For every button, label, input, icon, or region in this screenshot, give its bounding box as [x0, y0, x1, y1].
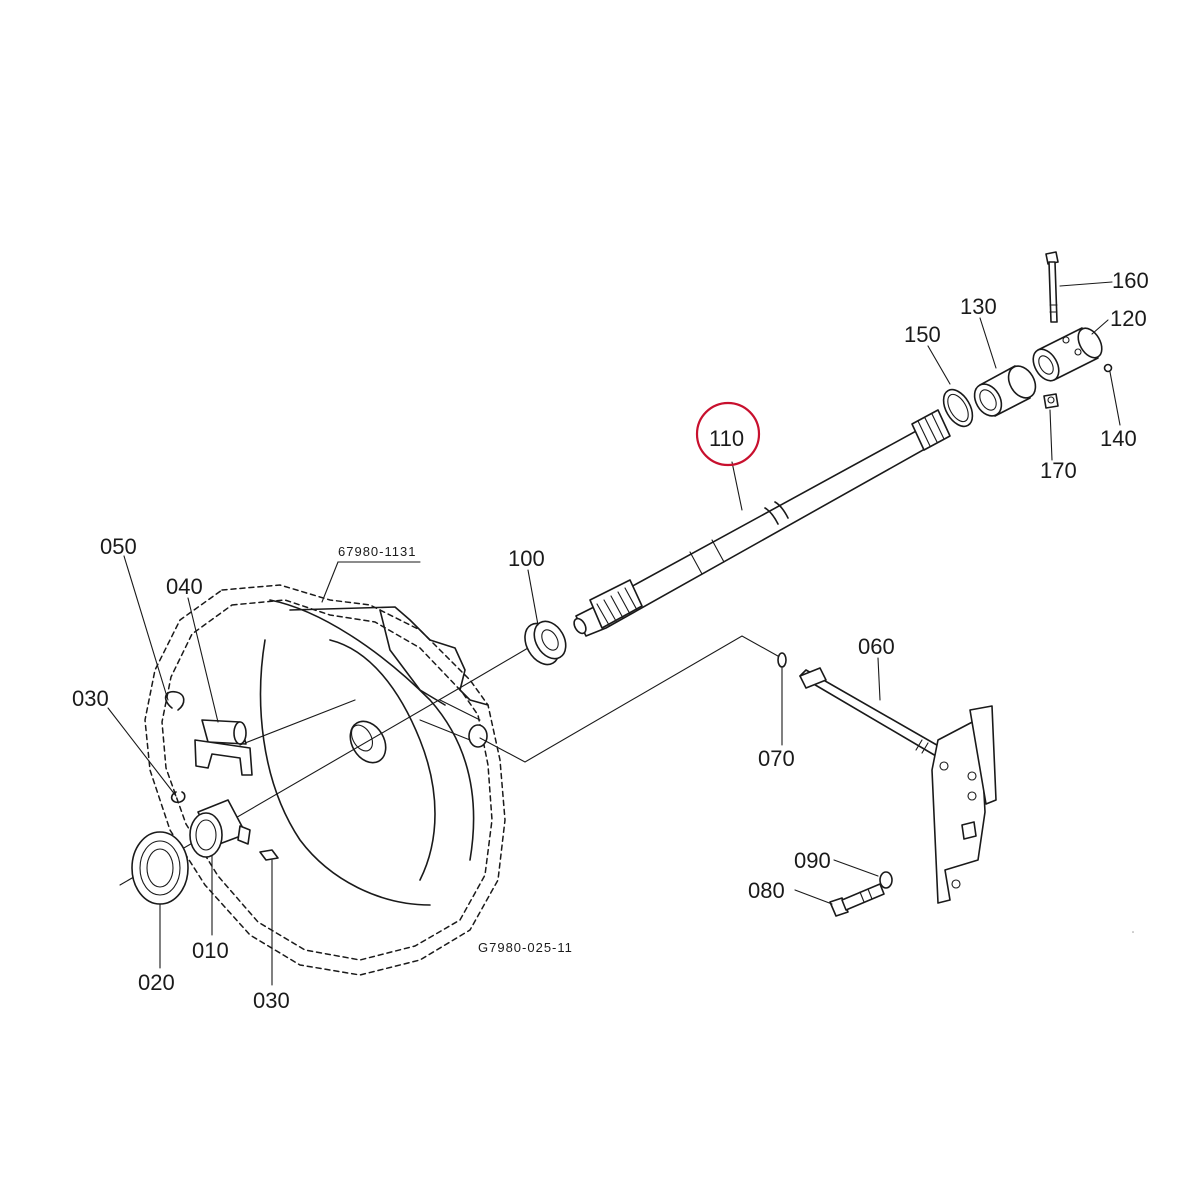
release-hub-010 [189, 799, 251, 858]
clutch-housing: 67980-1131 [144, 544, 506, 976]
callout-040: 040 [166, 574, 203, 599]
callout-030-upper: 030 [72, 686, 109, 711]
lever-shaft-060 [799, 667, 997, 904]
washer-090 [879, 871, 893, 889]
callout-010: 010 [192, 938, 229, 963]
shift-fork-040 [194, 719, 253, 776]
leader-lines [107, 281, 1121, 986]
nut-170 [1043, 393, 1059, 409]
callout-140: 140 [1100, 426, 1137, 451]
bolt-160 [1045, 251, 1059, 323]
bearing-100 [524, 620, 567, 666]
snap-pin-050 [164, 690, 185, 711]
collar-130 [973, 365, 1037, 417]
release-bearing-020 [131, 831, 189, 905]
coupling-120 [1032, 327, 1103, 382]
clip-030-lower [259, 849, 279, 861]
callout-050: 050 [100, 534, 137, 559]
callout-080: 080 [748, 878, 785, 903]
circlip-150 [942, 388, 974, 428]
callout-130: 130 [960, 294, 997, 319]
clip-030-upper [170, 791, 186, 804]
callout-150: 150 [904, 322, 941, 347]
callout-170: 170 [1040, 458, 1077, 483]
callout-120: 120 [1110, 306, 1147, 331]
callout-070: 070 [758, 746, 795, 771]
speck [1132, 931, 1134, 933]
diagram-code: G7980-025-11 [478, 940, 573, 955]
main-shaft-110 [573, 409, 951, 637]
callout-160: 160 [1112, 268, 1149, 293]
housing-part-number: 67980-1131 [338, 544, 416, 559]
callout-060: 060 [858, 634, 895, 659]
highlight-circle-110 [695, 401, 761, 467]
callout-110: 110 [709, 426, 744, 451]
ball-140 [1103, 363, 1113, 373]
bolt-080 [829, 883, 885, 917]
callout-100: 100 [508, 546, 545, 571]
callout-numbers: 160 120 130 150 140 170 110 100 060 070 … [72, 268, 1149, 1013]
callout-020: 020 [138, 970, 175, 995]
callout-090: 090 [794, 848, 831, 873]
o-ring-070 [777, 652, 787, 668]
callout-030-lower: 030 [253, 988, 290, 1013]
